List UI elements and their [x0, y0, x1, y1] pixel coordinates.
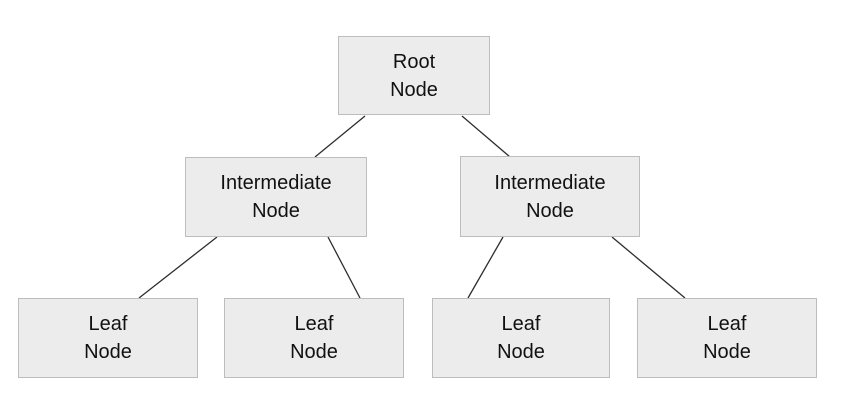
node-leaf-3: Leaf Node — [432, 298, 610, 378]
node-leaf-2: Leaf Node — [224, 298, 404, 378]
node-leaf-3-label: Leaf Node — [497, 313, 545, 363]
edge-intermediate-left-to-leaf-1 — [138, 236, 218, 299]
node-leaf-4-label: Leaf Node — [703, 313, 751, 363]
edge-intermediate-right-to-leaf-3 — [467, 236, 504, 299]
edge-root-to-intermediate-left — [314, 115, 366, 158]
node-intermediate-right: Intermediate Node — [460, 156, 640, 237]
node-leaf-4: Leaf Node — [637, 298, 817, 378]
edge-intermediate-right-to-leaf-4 — [611, 236, 686, 299]
node-leaf-1-label: Leaf Node — [84, 313, 132, 363]
edge-intermediate-left-to-leaf-2 — [327, 236, 361, 299]
node-intermediate-left: Intermediate Node — [185, 157, 367, 237]
node-leaf-2-label: Leaf Node — [290, 313, 338, 363]
edge-root-to-intermediate-right — [461, 115, 511, 158]
node-leaf-1: Leaf Node — [18, 298, 198, 378]
node-intermediate-right-label: Intermediate Node — [494, 171, 606, 222]
node-intermediate-left-label: Intermediate Node — [220, 172, 332, 222]
node-root-label: Root Node — [390, 50, 438, 101]
node-root: Root Node — [338, 36, 490, 115]
